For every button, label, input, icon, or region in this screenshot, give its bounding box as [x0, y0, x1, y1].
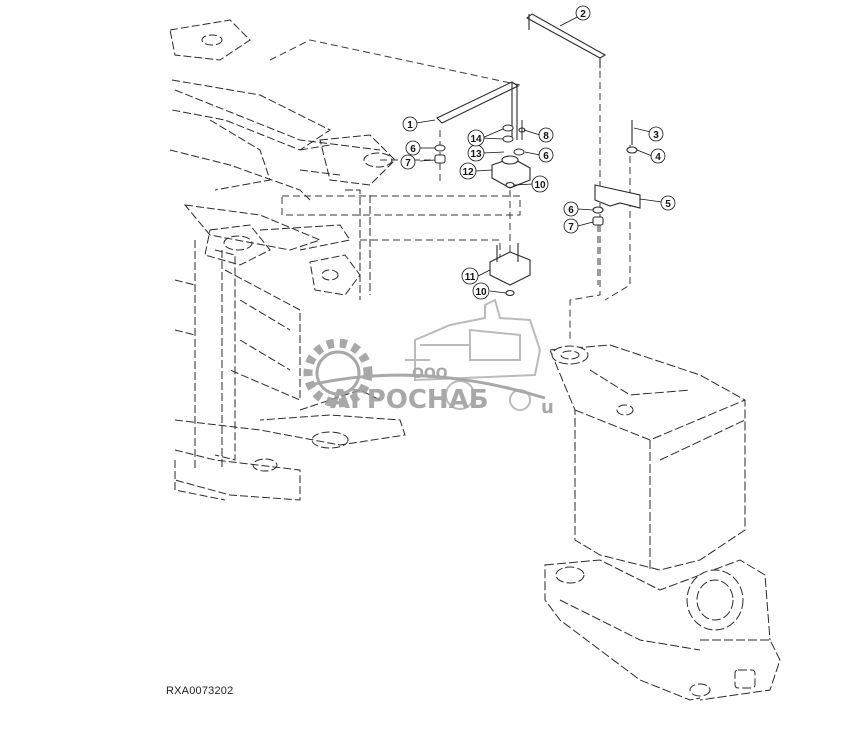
callout-7-left: 7 — [400, 154, 416, 170]
svg-text:14: 14 — [470, 134, 482, 145]
callout-6-left: 6 — [405, 140, 421, 156]
callout-11: 11 — [461, 267, 479, 285]
svg-text:4: 4 — [655, 152, 661, 163]
svg-text:10: 10 — [534, 180, 546, 191]
assembly-leader-lines — [269, 39, 631, 340]
svg-text:11: 11 — [465, 272, 476, 283]
combine-harvester-icon — [405, 298, 542, 411]
callout-2: 2 — [575, 5, 591, 21]
callout-10-lower: 10 — [472, 282, 490, 300]
callout-6-right: 6 — [563, 201, 579, 217]
callout-14: 14 — [467, 129, 485, 147]
svg-text:10: 10 — [475, 287, 487, 298]
watermark-line1: ООО — [412, 366, 448, 382]
mount-block-part-12 — [491, 155, 531, 189]
watermark-line2: АГРОСНАБ — [330, 385, 489, 415]
callout-10-upper: 10 — [531, 175, 549, 193]
svg-text:8: 8 — [543, 131, 549, 142]
callout-4: 4 — [650, 148, 666, 164]
callout-bubbles: 2 1 3 4 5 6 6 — [400, 5, 676, 300]
callout-3: 3 — [648, 126, 664, 142]
svg-text:1: 1 — [407, 120, 413, 131]
rod-part-2 — [526, 13, 607, 68]
agrosnab-watermark: ООО АГРОСНАБ u — [303, 298, 554, 418]
svg-text:6: 6 — [410, 144, 416, 155]
callout-5: 5 — [660, 195, 676, 211]
svg-text:6: 6 — [543, 151, 549, 162]
small-fasteners-left — [434, 120, 526, 164]
svg-text:3: 3 — [653, 130, 659, 141]
gear-icon — [303, 338, 373, 408]
svg-text:7: 7 — [568, 222, 574, 233]
callout-6-center: 6 — [538, 147, 554, 163]
svg-text:12: 12 — [462, 167, 474, 178]
svg-text:6: 6 — [568, 205, 574, 216]
svg-text:2: 2 — [580, 9, 586, 20]
callout-12: 12 — [459, 162, 477, 180]
figure-id-label: RXA0073202 — [166, 685, 234, 697]
svg-text:13: 13 — [470, 149, 482, 160]
axle-housing — [544, 344, 781, 701]
callout-8: 8 — [538, 127, 554, 143]
gear-hub-icon — [315, 350, 361, 396]
watermark-suffix: u — [541, 397, 554, 418]
support-block-part-11 — [489, 243, 531, 297]
callout-1: 1 — [402, 116, 418, 132]
callout-7-right: 7 — [563, 218, 579, 234]
svg-text:7: 7 — [405, 158, 411, 169]
svg-text:5: 5 — [665, 199, 671, 210]
left-frame-assembly — [169, 19, 406, 501]
callout-13: 13 — [467, 144, 485, 162]
swoosh-icon — [309, 373, 546, 400]
